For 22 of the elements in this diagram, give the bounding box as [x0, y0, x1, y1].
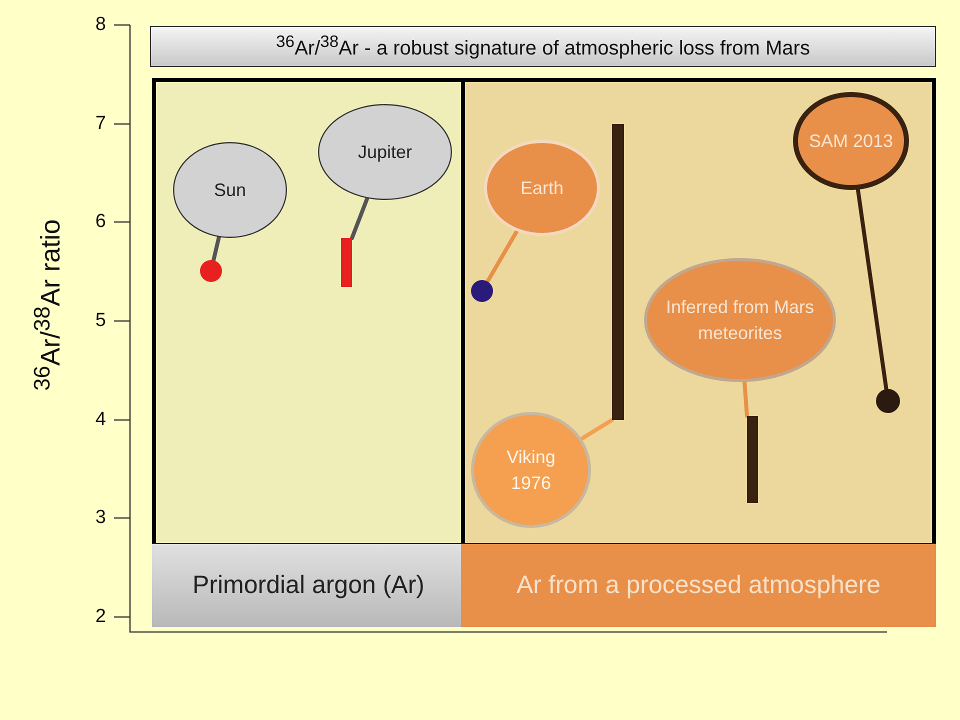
range-bar: [341, 238, 352, 287]
callout-text: Viking 1976: [506, 446, 556, 495]
tick-label: 8: [94, 15, 106, 35]
tick-label: 6: [94, 212, 106, 232]
callout-text: Earth: [519, 176, 565, 200]
tick-label: 2: [94, 607, 106, 627]
callout-text: Inferred from Mars meteorites: [664, 296, 816, 345]
callout-text: Jupiter: [356, 140, 414, 164]
data-point: [471, 280, 493, 302]
range-bar: [747, 416, 758, 503]
tick-label: 7: [94, 114, 106, 134]
tick-label: 4: [94, 410, 106, 430]
callout-text: Sun: [212, 178, 248, 202]
region-label: Ar from a processed atmosphere: [461, 543, 936, 627]
tick-label: 3: [94, 508, 106, 528]
tick-label: 5: [94, 311, 106, 331]
title-banner: $^{36}$Ar/$^{38}$Ar - a robust signature of atmospheric loss from Mars: [150, 26, 936, 67]
callout-text: SAM 2013: [808, 130, 894, 153]
region-panel: [461, 78, 936, 627]
range-bar: [612, 124, 624, 420]
data-point: [876, 389, 900, 413]
data-point: [200, 260, 222, 282]
